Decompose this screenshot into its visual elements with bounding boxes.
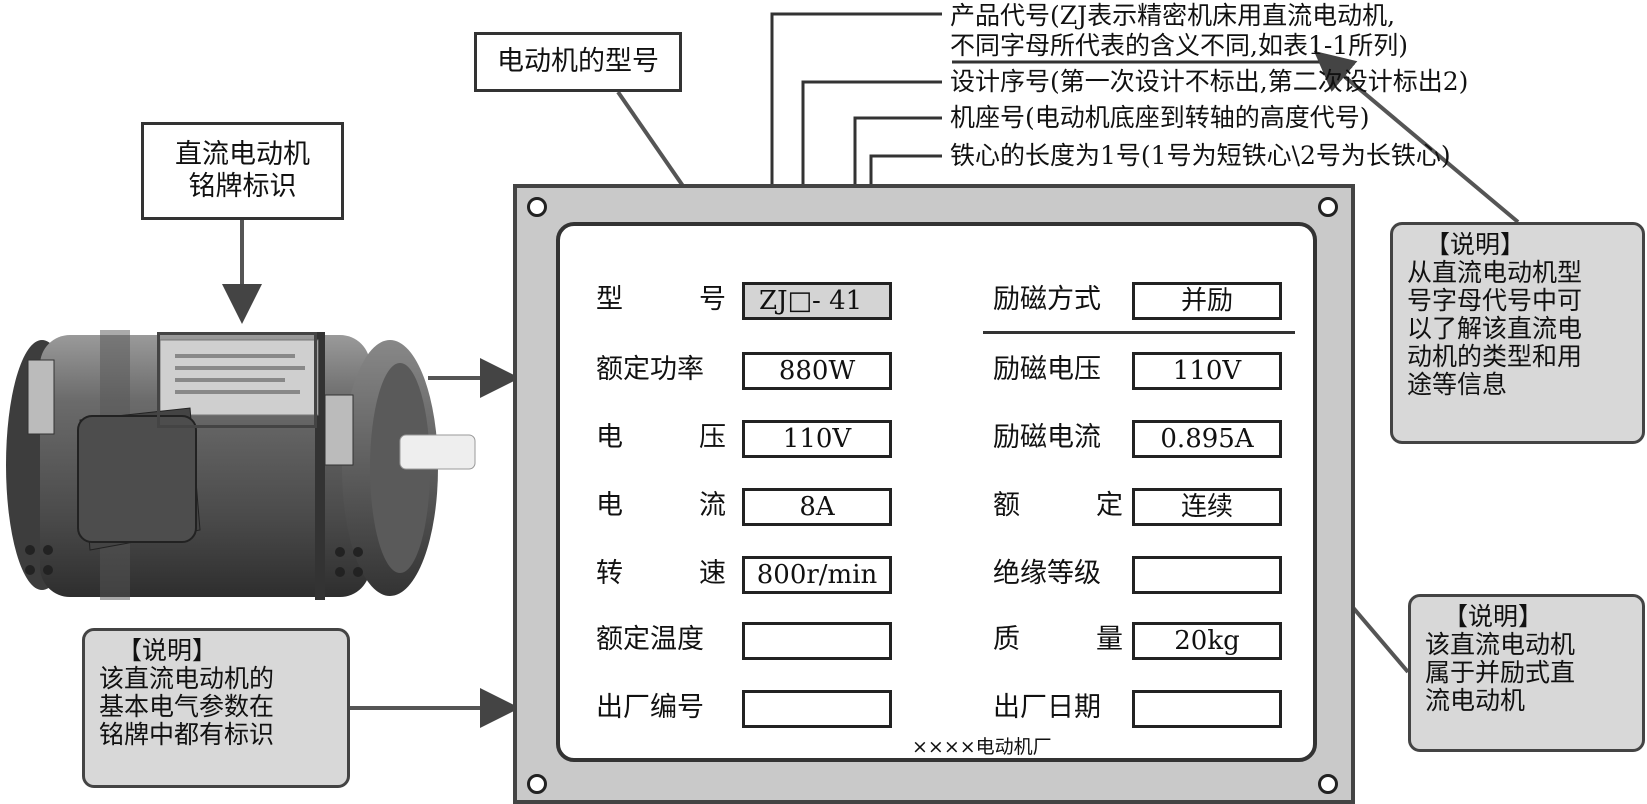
label-model: 型号: [596, 284, 726, 315]
note-model-info-line5: 途等信息: [1407, 370, 1508, 399]
label-weight: 质量: [993, 624, 1123, 655]
annotation-frame-number: 机座号(电动机底座到转轴的高度代号): [950, 103, 1370, 132]
manufacturer-name: ××××电动机厂: [912, 736, 1052, 758]
value-speed: 800r/min: [742, 556, 892, 594]
label-serial-number: 出厂编号: [596, 692, 704, 723]
value-rated-temperature: [742, 622, 892, 660]
value-excitation-mode: 并励: [1132, 282, 1282, 320]
value-weight: 20kg: [1132, 622, 1282, 660]
value-rating: 连续: [1132, 488, 1282, 526]
label-manufacture-date: 出厂日期: [993, 692, 1101, 723]
value-insulation-class: [1132, 556, 1282, 594]
note-shunt-excitation-line2: 属于并励式直: [1425, 658, 1576, 687]
plate-divider: [983, 331, 1295, 334]
label-excitation-voltage: 励磁电压: [993, 354, 1101, 385]
note-electrical-params-title: 【说明】: [117, 636, 218, 665]
label-rated-power: 额定功率: [596, 354, 704, 385]
label-insulation-class: 绝缘等级: [993, 558, 1101, 589]
note-model-info-line4: 动机的类型和用: [1407, 342, 1583, 371]
note-model-info-line1: 从直流电动机型: [1407, 258, 1583, 287]
value-excitation-current: 0.895A: [1132, 420, 1282, 458]
motor-model-callout-text: 电动机的型号: [497, 46, 659, 77]
value-model: ZJ□- 41: [742, 282, 892, 320]
motor-model-callout: 电动机的型号: [474, 32, 682, 92]
label-current: 电流: [596, 490, 726, 521]
screw-icon: [1318, 197, 1338, 217]
value-rated-power: 880W: [742, 352, 892, 390]
screw-icon: [527, 774, 547, 794]
value-voltage: 110V: [742, 420, 892, 458]
annotation-product-code-1: 产品代号(ZJ表示精密机床用直流电动机,: [950, 1, 1396, 30]
label-rated-temperature: 额定温度: [596, 624, 704, 655]
nameplate-highlight: [157, 332, 317, 428]
nameplate-callout-line1: 直流电动机: [175, 139, 310, 170]
value-excitation-voltage: 110V: [1132, 352, 1282, 390]
note-electrical-params: 【说明】 该直流电动机的 基本电气参数在 铭牌中都有标识: [82, 628, 350, 788]
nameplate-callout-line2: 铭牌标识: [188, 171, 297, 202]
note-electrical-params-line1: 该直流电动机的: [99, 664, 275, 693]
note-model-info-title: 【说明】: [1425, 230, 1526, 259]
note-shunt-excitation-line3: 流电动机: [1425, 686, 1526, 715]
label-excitation-current: 励磁电流: [993, 422, 1101, 453]
nameplate-callout: 直流电动机 铭牌标识: [141, 122, 344, 220]
label-rating: 额定: [993, 490, 1123, 521]
annotation-design-serial: 设计序号(第一次设计不标出,第二次设计标出2): [950, 67, 1469, 96]
note-model-info: 【说明】 从直流电动机型 号字母代号中可 以了解该直流电 动机的类型和用 途等信…: [1390, 222, 1645, 444]
screw-icon: [527, 197, 547, 217]
screw-icon: [1318, 774, 1338, 794]
note-electrical-params-line2: 基本电气参数在: [99, 692, 275, 721]
note-model-info-line3: 以了解该直流电: [1407, 314, 1583, 343]
note-shunt-excitation-line1: 该直流电动机: [1425, 630, 1576, 659]
annotation-product-code-2: 不同字母所代表的含义不同,如表1-1所列): [950, 31, 1408, 60]
value-manufacture-date: [1132, 690, 1282, 728]
label-voltage: 电压: [596, 422, 726, 453]
label-speed: 转速: [596, 558, 726, 589]
label-excitation-mode: 励磁方式: [993, 284, 1101, 315]
value-current: 8A: [742, 488, 892, 526]
annotation-core-length: 铁心的长度为1号(1号为短铁心\2号为长铁心): [950, 141, 1451, 170]
note-shunt-excitation-title: 【说明】: [1443, 602, 1544, 631]
note-shunt-excitation: 【说明】 该直流电动机 属于并励式直 流电动机: [1408, 594, 1645, 752]
note-model-info-line2: 号字母代号中可: [1407, 286, 1583, 315]
dc-motor-image: [6, 330, 476, 600]
value-serial-number: [742, 690, 892, 728]
note-electrical-params-line3: 铭牌中都有标识: [99, 720, 275, 749]
